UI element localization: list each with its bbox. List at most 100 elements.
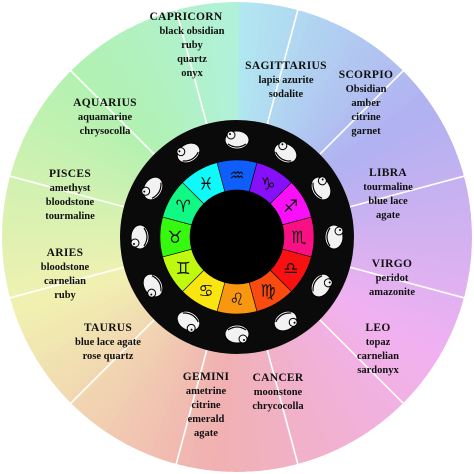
sign-name: CAPRICORN (150, 11, 223, 23)
outer-ring-slice (139, 343, 194, 455)
outer-ring-slice (283, 342, 341, 453)
sign-name: ARIES (47, 247, 84, 259)
outer-ring-slice (345, 148, 459, 199)
gemstone-text: amazonite (369, 287, 415, 298)
gemstone-text: bloodstone (41, 262, 90, 273)
outer-ring-slice (12, 271, 128, 318)
outer-ring-slice (333, 299, 437, 371)
sector-divider-line (319, 70, 404, 155)
outer-ring-slice (345, 277, 458, 328)
outer-ring-slice (103, 333, 175, 437)
gemstone-text: citrine (191, 400, 220, 411)
outer-ring-slice (126, 24, 187, 134)
outer-ring-slice (33, 110, 139, 179)
zodiac-symbol-leo: ♌ (229, 290, 244, 310)
center-disc (190, 190, 284, 284)
zodiac-symbol-aries: ♈ (176, 197, 191, 217)
gemstone-text: sardonyx (357, 365, 399, 376)
outer-ring-slice (2, 234, 121, 246)
outer-ring-slice (297, 333, 369, 438)
gemstone-text: lapis azurite (258, 75, 313, 86)
gemstone-text: chrysocolla (80, 126, 131, 137)
outer-ring-slice (117, 337, 183, 445)
outer-ring-slice (73, 60, 160, 153)
sector-dividers (9, 9, 465, 465)
gemstone-text: bloodstone (46, 197, 95, 208)
outer-ring-slice (335, 295, 441, 364)
outer-ring-slice (279, 343, 333, 456)
outer-ring-slice (188, 5, 218, 123)
zodiac-symbols: ♑♐♏♎♍♌♋♊♉♈♓♒ (167, 166, 306, 310)
outer-ring-slice (22, 131, 133, 190)
outer-ring-slice (112, 32, 180, 138)
sector-divider-line (175, 9, 208, 125)
outer-ring-slice (339, 288, 449, 350)
outer-ring-slice (341, 284, 452, 343)
sector-divider-line (70, 319, 155, 404)
outer-ring-slice (96, 330, 172, 432)
outer-ring-slice (294, 336, 362, 442)
outer-ring-slice (32, 294, 138, 362)
gemstone-text: moonstone (254, 387, 303, 398)
outer-ring-slice (105, 36, 177, 141)
outer-ring-slice (271, 346, 318, 462)
outer-ring-slice (37, 103, 141, 175)
outer-ring-slice (311, 323, 395, 419)
outer-ring-slice (50, 308, 148, 389)
outer-ring-slice (19, 139, 131, 194)
outer-ring-slice (148, 15, 199, 129)
outer-ring-slice (256, 351, 286, 469)
sector-divider-line (9, 175, 125, 208)
outer-ring-slice (351, 188, 469, 218)
outer-ring-slice (284, 22, 343, 133)
outer-ring-slice (309, 51, 390, 149)
gemstone-text: carnelian (44, 276, 86, 287)
outer-ring-slice (312, 56, 397, 151)
gemstone-text: amber (351, 98, 380, 109)
outer-ring-slice (164, 10, 206, 126)
zodiac-symbol-pisces: ♓ (198, 174, 213, 194)
outer-ring-slice (321, 73, 414, 160)
outer-ring-slice (248, 352, 270, 471)
outer-ring-slice (330, 302, 432, 378)
sign-name: SAGITTARIUS (245, 60, 327, 72)
gemstone-text: onyx (181, 68, 203, 79)
outer-ring-slice (342, 133, 453, 191)
gemstone-text: amethyst (50, 183, 91, 194)
zodiac-symbol-libra: ♎ (283, 259, 298, 279)
gemstone-text: agate (376, 210, 400, 221)
outer-ring-slice (277, 16, 328, 129)
sector-divider-line (70, 70, 155, 155)
outer-ring-slice (3, 252, 122, 278)
outer-ring-slice (5, 256, 123, 286)
zodiac-symbol-taurus: ♉ (167, 228, 182, 248)
gemstone-text: ametrine (186, 386, 227, 397)
gemstone-text: quartz (177, 54, 207, 65)
outer-ring-slice (36, 297, 141, 369)
outer-ring-slice (331, 98, 434, 173)
outer-ring-slice (2, 243, 121, 262)
outer-ring-slice (18, 279, 131, 333)
sign-name: VIRGO (372, 258, 412, 270)
outer-ring-slice (56, 77, 151, 162)
outer-ring-slice (346, 156, 462, 203)
ram-icon (141, 176, 164, 201)
zodiac-symbol-gemini: ♊ (176, 259, 191, 279)
sector-divider-line (319, 319, 404, 404)
outer-ring-slice (131, 341, 190, 452)
sign-name: LEO (365, 322, 390, 334)
outer-ring-slice (340, 126, 450, 187)
outer-ring-slice (25, 124, 135, 186)
outer-ring-slice (243, 353, 262, 472)
outer-ring-slice (343, 280, 455, 335)
outer-ring-slice (348, 164, 464, 206)
gemstone-text: aquamarine (78, 112, 133, 123)
gemstone-text: tourmaline (363, 182, 413, 193)
gemstone-text: citrine (351, 112, 380, 123)
outer-ring-slice (60, 314, 153, 401)
gemstone-text: tourmaline (45, 211, 95, 222)
